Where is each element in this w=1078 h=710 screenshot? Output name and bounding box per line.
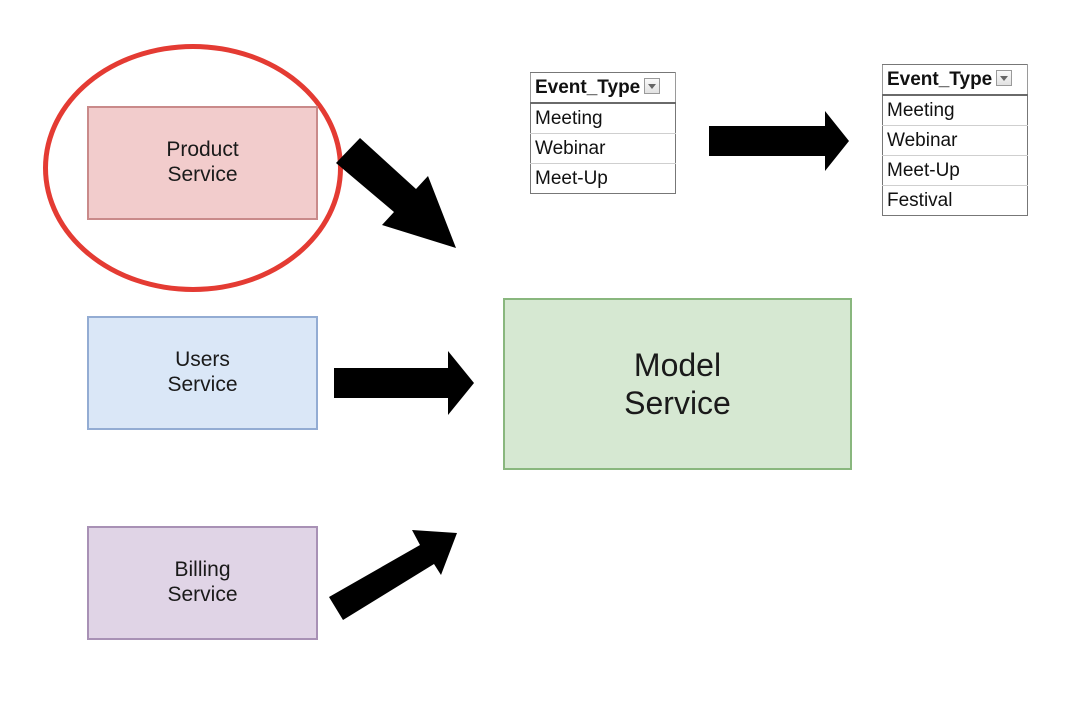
table-cell: Webinar xyxy=(530,133,676,164)
table-cell: Meet-Up xyxy=(882,155,1028,186)
table-cell: Festival xyxy=(882,185,1028,216)
arrow-product-to-model xyxy=(336,138,456,248)
users-service-box[interactable]: Users Service xyxy=(87,316,318,430)
table-row: Meet-Up xyxy=(530,163,676,194)
table-row: Meeting xyxy=(530,102,676,134)
table-row: Meet-Up xyxy=(882,155,1028,186)
column-header-event-type: Event_Type xyxy=(535,76,641,98)
table-row: Meeting xyxy=(882,94,1028,126)
arrow-table-transform xyxy=(709,111,849,171)
product-service-label: Product Service xyxy=(166,138,239,186)
table-cell: Webinar xyxy=(882,125,1028,156)
billing-service-label: Billing Service xyxy=(167,558,238,606)
table-row: Webinar xyxy=(530,133,676,164)
model-service-label: Model Service xyxy=(624,346,731,421)
billing-service-box[interactable]: Billing Service xyxy=(87,526,318,640)
table-row: Webinar xyxy=(882,125,1028,156)
table-cell: Meeting xyxy=(530,102,676,134)
model-service-box[interactable]: Model Service xyxy=(503,298,852,470)
table-cell: Meet-Up xyxy=(530,163,676,194)
users-service-label: Users Service xyxy=(167,348,238,396)
arrow-users-to-model xyxy=(334,351,474,415)
table-row: Festival xyxy=(882,185,1028,216)
event-type-table-before: Event_Type Meeting Webinar Meet-Up xyxy=(530,72,676,194)
product-service-box[interactable]: Product Service xyxy=(87,106,318,220)
column-header-event-type: Event_Type xyxy=(887,68,993,90)
highlight-circle xyxy=(43,44,343,292)
arrow-billing-to-model xyxy=(329,530,457,620)
event-type-table-after: Event_Type Meeting Webinar Meet-Up Festi… xyxy=(882,64,1028,216)
filter-dropdown-icon[interactable] xyxy=(644,78,661,95)
table-header-row: Event_Type xyxy=(882,64,1028,96)
table-header-row: Event_Type xyxy=(530,72,676,104)
filter-dropdown-icon[interactable] xyxy=(996,70,1013,87)
table-cell: Meeting xyxy=(882,94,1028,126)
